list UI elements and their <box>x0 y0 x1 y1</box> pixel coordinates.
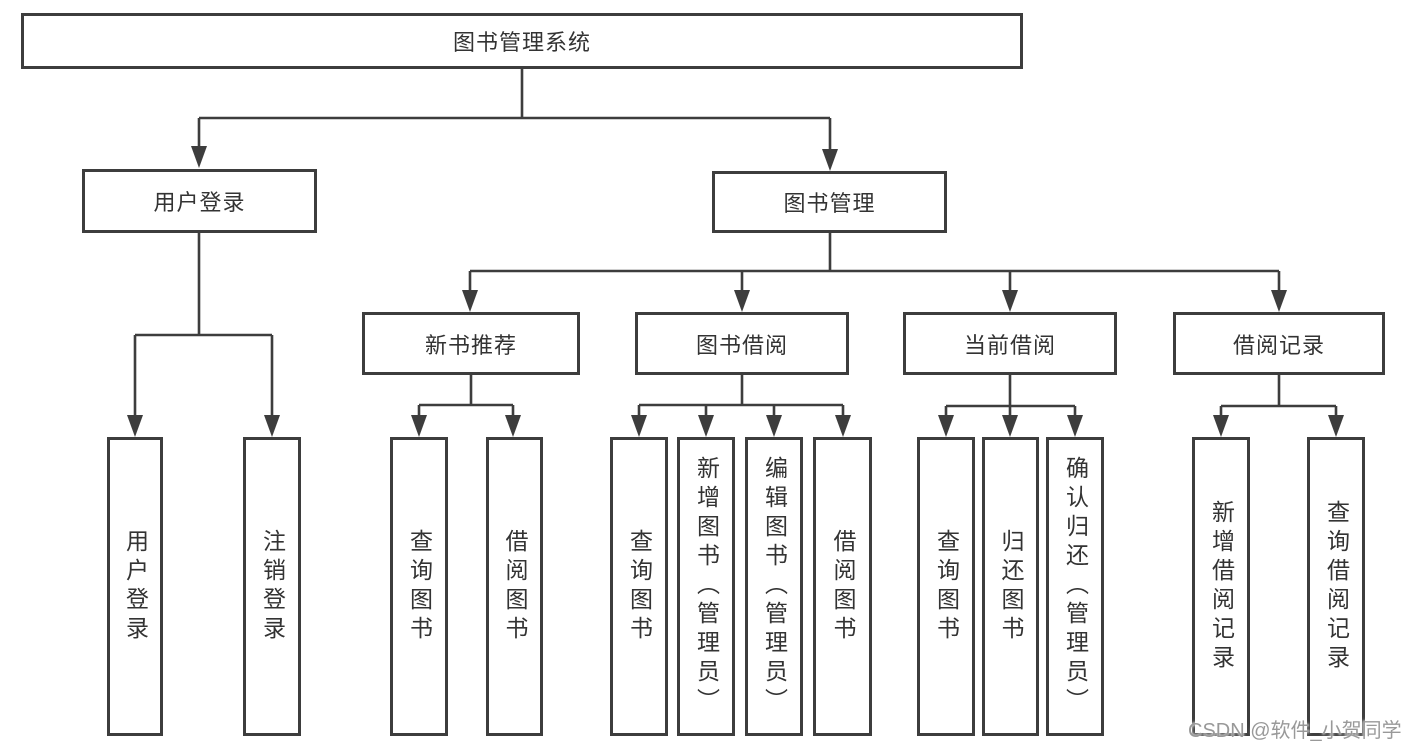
node-label: 查询图书 <box>406 528 433 645</box>
node-label: 编辑图书（管理员） <box>761 456 788 717</box>
node-library-system-root: 图书管理系统 <box>21 13 1023 69</box>
leaf-query-borrow-record: 查询借阅记录 <box>1307 437 1365 736</box>
node-label: 用户登录 <box>153 190 246 215</box>
node-label: 注销登录 <box>259 528 286 645</box>
node-label: 当前借阅 <box>963 332 1056 358</box>
node-label: 确认归还（管理员） <box>1062 456 1089 717</box>
leaf-query-books-borrowing: 查询图书 <box>610 437 668 736</box>
node-label: 图书管理系统 <box>452 30 591 55</box>
node-label: 图书管理 <box>783 191 876 216</box>
leaf-edit-book-admin: 编辑图书（管理员） <box>745 437 803 736</box>
leaf-confirm-return-admin: 确认归还（管理员） <box>1046 437 1104 736</box>
node-label: 归还图书 <box>998 528 1024 645</box>
node-label: 新书推荐 <box>424 332 517 358</box>
leaf-borrow-books: 借阅图书 <box>813 437 872 736</box>
leaf-return-book: 归还图书 <box>982 437 1039 736</box>
csdn-watermark: CSDN @软件_小贺同学 <box>1188 720 1402 742</box>
node-book-management-branch: 图书管理 <box>712 171 947 233</box>
leaf-add-borrow-record: 新增借阅记录 <box>1192 437 1250 736</box>
node-label: 借阅图书 <box>502 528 528 645</box>
leaf-add-book-admin: 新增图书（管理员） <box>677 437 735 736</box>
leaf-user-login: 用户登录 <box>107 437 163 736</box>
node-label: 借阅记录 <box>1232 332 1325 358</box>
leaf-borrow-books-recommend: 借阅图书 <box>486 437 543 736</box>
node-book-borrowing: 图书借阅 <box>635 312 849 375</box>
node-label: 新增借阅记录 <box>1208 499 1235 674</box>
node-label: 用户登录 <box>122 528 149 645</box>
leaf-query-books-recommend: 查询图书 <box>390 437 448 736</box>
node-user-login-branch: 用户登录 <box>82 169 317 233</box>
leaf-logout: 注销登录 <box>243 437 301 736</box>
node-label: 图书借阅 <box>695 332 788 358</box>
node-label: 新增图书（管理员） <box>693 456 720 717</box>
leaf-query-books-current: 查询图书 <box>917 437 975 736</box>
node-label: 查询图书 <box>626 528 653 645</box>
node-label: 借阅图书 <box>830 528 856 645</box>
node-label: 查询图书 <box>933 528 960 645</box>
node-new-book-recommendation: 新书推荐 <box>362 312 580 375</box>
node-current-borrowing: 当前借阅 <box>903 312 1117 375</box>
node-borrowing-records: 借阅记录 <box>1173 312 1385 375</box>
node-label: 查询借阅记录 <box>1323 499 1350 674</box>
